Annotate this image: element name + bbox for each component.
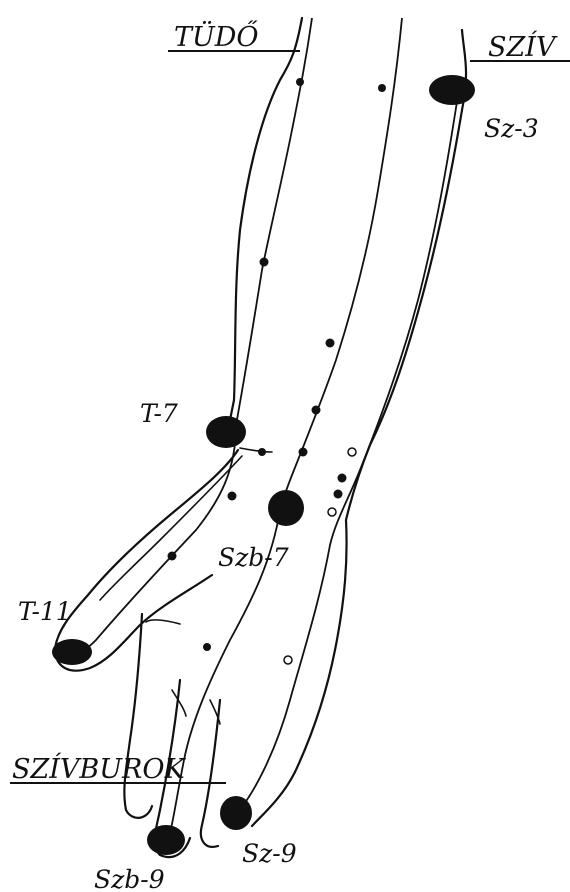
point-t11-marker [52, 639, 92, 665]
wrist-crease [240, 448, 272, 452]
acupoint-dot [258, 448, 266, 456]
point-szb7-marker [268, 490, 304, 526]
point-t11-label: T-11 [18, 597, 72, 626]
acupoint-dot [338, 474, 347, 483]
point-t7-marker [206, 416, 246, 448]
acupoint-dot [260, 258, 269, 267]
acupoint-dot [203, 643, 211, 651]
acupoint-dot [378, 84, 386, 92]
pericardium-meridian-label: SZÍVBUROK [12, 752, 186, 785]
acupoint-dot [312, 406, 321, 415]
point-sz3-marker [429, 75, 475, 105]
point-sz3-label: Sz-3 [484, 114, 539, 143]
meridian-lines [72, 18, 458, 840]
major-acupoints [52, 75, 475, 855]
ring-finger-outline [201, 700, 220, 847]
forearm-left-edge [230, 18, 302, 420]
point-sz9-marker [220, 796, 252, 830]
thumb-inner-line [100, 456, 242, 600]
thumb-outline [55, 450, 238, 671]
acupoint-open-dot [284, 656, 292, 664]
point-sz9-label: Sz-9 [242, 839, 297, 868]
acupoint-dot [228, 492, 237, 501]
acupoint-dot [334, 490, 343, 499]
finger-crease-1 [146, 620, 180, 624]
acupoint-dot [296, 78, 304, 86]
lung-meridian-label: TÜDŐ [174, 19, 259, 53]
acupoint-dot [326, 339, 335, 348]
acupoint-dot [299, 448, 308, 457]
index-finger-outline [124, 614, 152, 818]
small-acupoints [168, 78, 387, 664]
point-t7-label: T-7 [140, 399, 178, 428]
point-szb9-marker [147, 825, 185, 855]
acupoint-open-dot [348, 448, 356, 456]
acupoint-dot [168, 552, 177, 561]
point-szb9-label: Szb-9 [94, 865, 165, 892]
heart-meridian-label: SZÍV [488, 30, 558, 63]
point-szb7-label: Szb-7 [218, 543, 289, 572]
acupoint-open-dot [328, 508, 336, 516]
arm-outline [55, 18, 466, 857]
